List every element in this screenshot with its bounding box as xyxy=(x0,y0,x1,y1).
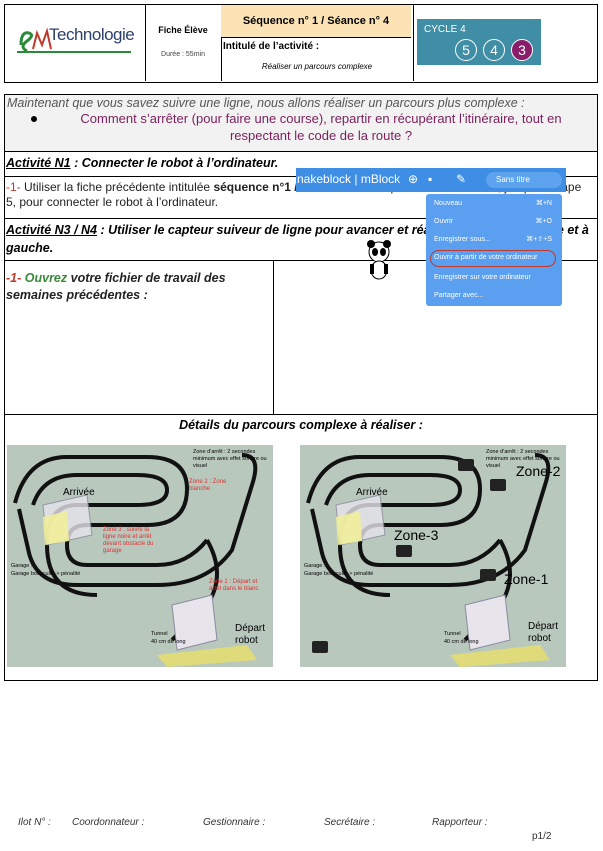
label-robot: robot xyxy=(528,633,551,644)
header-table: Technologie Fiche Élève Durée : 55min Sé… xyxy=(4,4,598,83)
label-depart: Départ xyxy=(528,621,559,632)
cycle-level-5: 5 xyxy=(455,39,477,61)
label-robot: robot xyxy=(235,635,258,646)
track-drawing xyxy=(7,445,273,667)
wrench-icon: ✎ xyxy=(456,172,467,186)
bullet-icon xyxy=(31,116,37,122)
label-garage: Garage : xyxy=(304,563,326,569)
project-title-field[interactable]: Sans titre xyxy=(486,172,562,188)
menu-label: Enregistrer sous... xyxy=(434,236,491,243)
label-garage2: Garage bousculé -> pénalité xyxy=(304,571,374,577)
duration: Durée : 55min xyxy=(161,51,205,58)
menu-label: Partager avec... xyxy=(434,292,484,299)
globe-icon: ⊕ xyxy=(408,172,419,186)
logo-underline xyxy=(17,51,131,53)
step-rest: votre fichier de travail des semaines pr… xyxy=(6,271,226,302)
details-title: Détails du parcours complexe à réaliser … xyxy=(179,418,423,432)
menu-label: Nouveau xyxy=(434,200,463,207)
track-image-right: Zone-2 Zone-3 Zone-1 Arrivée Zone d’arrê… xyxy=(300,445,566,667)
robot-icon xyxy=(312,641,328,653)
intro-text: Maintenant que vous savez suivre une lig… xyxy=(7,96,525,110)
footer-rapporteur: Rapporteur : xyxy=(432,817,488,828)
track-image-left: Arrivée Zone d’arrêt : 2 secondes minimu… xyxy=(7,445,273,667)
panda-icon xyxy=(367,240,391,280)
step-verb: Ouvrez xyxy=(21,271,68,285)
footer-gestionnaire: Gestionnaire : xyxy=(203,817,266,828)
logo-icon xyxy=(19,27,52,53)
cycle-badge: CYCLE 4 5 4 3 xyxy=(417,19,541,65)
menu-item-ouvrir-ordinateur[interactable]: Ouvrir à partir de votre ordinateur xyxy=(434,250,558,266)
step-text-a: Utiliser la fiche précédente intitulée xyxy=(20,180,214,194)
label-zone3: Zone-3 xyxy=(394,527,439,543)
label-zone2: Zone-2 xyxy=(516,463,561,479)
intro-row: Maintenant que vous savez suivre une lig… xyxy=(5,95,597,152)
menu-shortcut: ⌘+N xyxy=(535,200,552,207)
mblock-brand: nakeblock | mBlock xyxy=(297,172,401,186)
activity3-label: Activité N3 / N4 xyxy=(6,223,98,237)
label-zone-arret: Zone d’arrêt : 2 secondes minimum avec e… xyxy=(193,449,267,469)
file-icon: ▪ xyxy=(428,172,433,186)
logo-text: Technologie xyxy=(49,25,135,44)
cycle-level-3: 3 xyxy=(511,39,533,61)
label-tunnel2: 40 cm de long xyxy=(444,639,479,645)
label-arrivee: Arrivée xyxy=(356,487,388,498)
intitule-value: Réaliser un parcours complexe xyxy=(261,62,373,71)
page-number: p1/2 xyxy=(532,831,552,842)
activity3-step-row: -1- Ouvrez votre fichier de travail des … xyxy=(5,260,597,415)
cycle-label: CYCLE 4 xyxy=(424,24,466,35)
mblock-toolbar: nakeblock | mBlock ⊕ ▪ ✎ Sans titre xyxy=(296,168,566,192)
label-arrivee: Arrivée xyxy=(63,487,95,498)
cycle-level-4: 4 xyxy=(483,39,505,61)
activity3-step: -1- Ouvrez votre fichier de travail des … xyxy=(6,270,268,304)
logo-cell: Technologie xyxy=(5,5,146,81)
column-divider xyxy=(273,260,274,414)
robot-icon xyxy=(458,459,474,471)
activity1-title: Activité N1 : Connecter le robot à l’ord… xyxy=(6,156,278,170)
file-menu: Nouveau ⌘+N Ouvrir ⌘+O Enregistrer sous...… xyxy=(426,194,562,306)
mblock-screenshot: nakeblock | mBlock ⊕ ▪ ✎ Sans titre Nouv… xyxy=(296,168,566,316)
menu-item-partager[interactable]: Partager avec... xyxy=(434,288,558,304)
label-zone1: Zone-1 xyxy=(504,571,549,587)
activity-table: Maintenant que vous savez suivre une lig… xyxy=(4,94,598,681)
menu-item-enregistrer-sous[interactable]: Enregistrer sous... ⌘+⇧+S xyxy=(434,232,558,248)
sequence-cell: Séquence n° 1 / Séance n° 4 Intitulé de … xyxy=(221,5,414,81)
menu-item-nouveau[interactable]: Nouveau ⌘+N xyxy=(434,196,558,212)
menu-label: Ouvrir à partir de votre ordinateur xyxy=(434,254,538,261)
fiche-title: Fiche Élève xyxy=(158,25,208,35)
activity1-title-rest: : Connecter le robot à l’ordinateur. xyxy=(70,156,279,170)
footer-secretaire: Secrétaire : xyxy=(324,817,376,828)
menu-label: Enregistrer sur votre ordinateur xyxy=(434,274,531,281)
highlight-oval xyxy=(430,250,556,267)
robot-icon xyxy=(480,569,496,581)
robot-icon xyxy=(490,479,506,491)
label-zone2: Zone 2 : Zone blanche xyxy=(189,479,227,492)
label-garage2: Garage bousculé -> pénalité xyxy=(11,571,81,577)
label-tunnel2: 40 cm de long xyxy=(151,639,186,645)
menu-item-ouvrir[interactable]: Ouvrir ⌘+O xyxy=(434,214,558,230)
robot-icon xyxy=(396,545,412,557)
sequence-label: Séquence n° 1 / Séance n° 4 xyxy=(221,5,411,38)
activity1-label: Activité N1 xyxy=(6,156,71,170)
label-tunnel: Tunnel xyxy=(151,631,168,637)
label-garage: Garage : xyxy=(11,563,33,569)
menu-shortcut: ⌘+O xyxy=(535,218,552,225)
step-number: -1- xyxy=(6,180,21,194)
fiche-cell: Fiche Élève Durée : 55min xyxy=(145,5,222,81)
track-drawing xyxy=(300,445,566,667)
label-zone-arret: Zone d’arrêt : 2 secondes minimum avec e… xyxy=(486,449,560,469)
label-depart: Départ xyxy=(235,623,266,634)
step-number: -1- xyxy=(6,271,22,285)
menu-shortcut: ⌘+⇧+S xyxy=(526,236,552,243)
menu-label: Ouvrir xyxy=(434,218,454,225)
footer-coordonnateur: Coordonnateur : xyxy=(72,817,145,828)
label-zone1: Zone 1 : Départ et arrêt dans le blanc xyxy=(209,579,259,592)
footer-ilot: Ilot N° : xyxy=(18,817,51,828)
cycle-cell: CYCLE 4 5 4 3 xyxy=(413,5,597,81)
intitule-label: Intitulé de l’activité : xyxy=(223,41,320,52)
label-tunnel: Tunnel xyxy=(444,631,461,637)
intro-question: Comment s’arrêter (pour faire une course… xyxy=(80,111,562,143)
label-zone3: Zone 3 : suivre la ligne noire et arrêt … xyxy=(103,527,154,554)
menu-item-enregistrer-ordinateur[interactable]: Enregistrer sur votre ordinateur xyxy=(434,270,558,286)
